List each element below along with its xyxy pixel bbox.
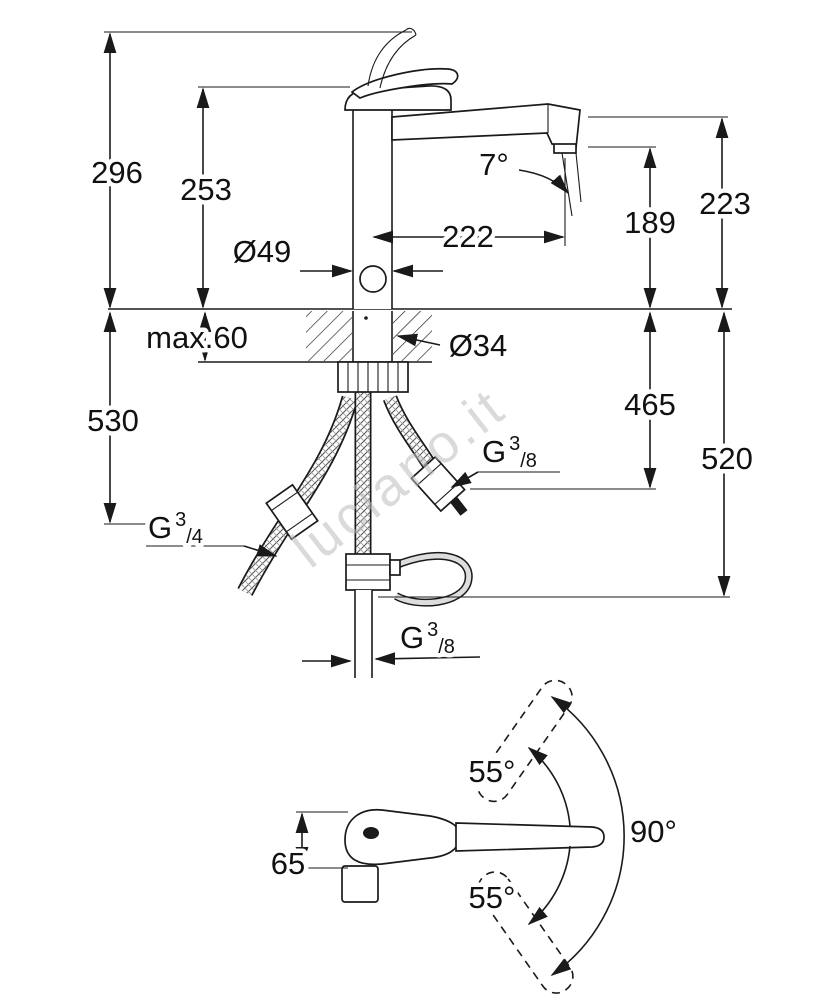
supply-hoses <box>237 392 473 678</box>
handle-top-body <box>344 808 462 866</box>
arc-swivel-upper <box>527 746 571 827</box>
dim-swivel-lower-label: 55° <box>469 880 516 915</box>
dim-below-right-outer-label: 520 <box>701 441 753 476</box>
dim-hole-diameter-label: Ø34 <box>449 328 508 363</box>
dim-outlet-height-label: 189 <box>624 205 676 240</box>
handle-top-view: 65 55° 55° 90° <box>266 679 681 994</box>
dim-handle-width-label: 65 <box>271 846 305 881</box>
handle-top-bar <box>455 822 605 852</box>
mounting-nut <box>337 361 409 393</box>
dim-swivel-upper-label: 55° <box>469 754 516 789</box>
faucet-side-view: 296 253 222 7° 189 223 Ø49 max.60 Ø34 53… <box>83 27 757 678</box>
center-fitting <box>345 553 401 591</box>
dim-spout-height-label: 223 <box>699 186 751 221</box>
dim-body-height-label: 253 <box>180 172 232 207</box>
handle-swivel-lower-ghost <box>477 871 574 994</box>
dim-below-right-inner-label: 465 <box>624 387 676 422</box>
handle-lever <box>350 67 459 99</box>
dim-body-diameter-label: Ø49 <box>233 234 292 269</box>
arc-swivel-lower <box>527 845 571 926</box>
dim-spout-angle-label: 7° <box>479 147 509 182</box>
handle-lever-raised-ghost <box>367 29 407 87</box>
dimension-lines <box>103 31 731 668</box>
dim-total-height-label: 296 <box>91 155 143 190</box>
dim-spout-reach-label: 222 <box>442 219 494 254</box>
faucet-outline <box>344 27 582 362</box>
handle-top-hole <box>363 827 379 839</box>
dim-max-counter-label: max.60 <box>146 320 248 355</box>
supply-pipe <box>354 590 373 678</box>
nut-g34 <box>265 483 319 541</box>
body-detail-hole <box>359 265 387 293</box>
spout-top-view <box>341 865 379 903</box>
dim-below-left-label: 530 <box>87 403 139 438</box>
aerator-outlet <box>553 143 577 154</box>
nut-g38 <box>410 455 466 513</box>
dim-swivel-total-label: 90° <box>630 814 677 849</box>
counter-section <box>108 308 732 393</box>
arc-swivel-total <box>550 696 625 976</box>
